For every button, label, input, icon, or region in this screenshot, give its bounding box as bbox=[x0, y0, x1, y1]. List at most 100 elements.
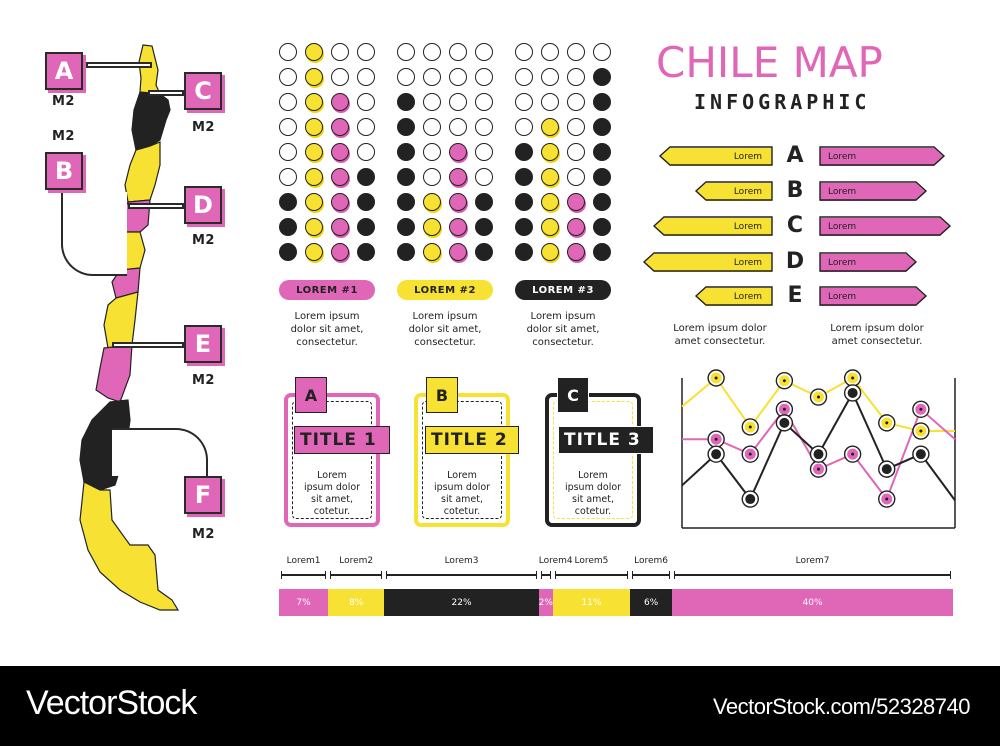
card-b-tab: B bbox=[426, 377, 458, 413]
region-letter: A bbox=[54, 57, 74, 85]
comparison-letter-c: C bbox=[786, 213, 804, 238]
grid-dot bbox=[593, 118, 611, 136]
grid-dot bbox=[423, 93, 441, 111]
grid-dot bbox=[475, 118, 493, 136]
grid-dot bbox=[475, 68, 493, 86]
line-chart bbox=[681, 369, 956, 529]
segment-3: 22% bbox=[384, 589, 539, 616]
region-letter: B bbox=[54, 157, 74, 185]
grid-dot bbox=[475, 218, 493, 236]
grid-dot bbox=[397, 93, 415, 111]
grid-dot bbox=[305, 193, 323, 211]
segment-bracket bbox=[281, 571, 327, 579]
grid-dot bbox=[593, 193, 611, 211]
card-a[interactable] bbox=[284, 393, 380, 527]
connector-b bbox=[61, 192, 127, 276]
grid-dot bbox=[331, 243, 349, 261]
grid-dot bbox=[357, 118, 375, 136]
grid-dot bbox=[331, 93, 349, 111]
text-line: ipsum dolor bbox=[433, 482, 491, 493]
grid-dot bbox=[593, 93, 611, 111]
grid-dot bbox=[593, 143, 611, 161]
text-line: sit amet, bbox=[441, 494, 483, 505]
grid-dot bbox=[423, 68, 441, 86]
grid-dot bbox=[567, 243, 585, 261]
card-border bbox=[422, 401, 502, 519]
grid-dot bbox=[331, 143, 349, 161]
segment-label-6: Lorem6 bbox=[634, 556, 669, 566]
grid-caption-1: Lorem ipsum dolor sit amet, consectetur. bbox=[272, 310, 382, 349]
grid-caption-2: Lorem ipsum dolor sit amet, consectetur. bbox=[390, 310, 500, 349]
footer-brand[interactable]: VectorStock bbox=[26, 684, 197, 722]
text-line: ipsum dolor bbox=[303, 482, 361, 493]
grid-dot bbox=[397, 43, 415, 61]
card-b-text: Lorem ipsum dolor sit amet, cotetur. bbox=[417, 470, 507, 518]
grid-dot bbox=[475, 143, 493, 161]
comparison-bar-right-c: Lorem bbox=[820, 218, 950, 236]
caption-line: consectetur. bbox=[532, 337, 594, 348]
grid-dot bbox=[449, 243, 467, 261]
card-border bbox=[553, 401, 633, 519]
grid-dot bbox=[279, 68, 297, 86]
comparison-bar-left-d: Lorem bbox=[644, 254, 772, 272]
page-subtitle: INFOGRAPHIC bbox=[694, 90, 871, 114]
grid-dot bbox=[357, 168, 375, 186]
grid-dot bbox=[515, 168, 533, 186]
connector-a bbox=[86, 62, 152, 68]
region-letter: E bbox=[194, 330, 212, 358]
grid-dot bbox=[541, 118, 559, 136]
segment-5: 11% bbox=[552, 589, 631, 616]
comparison-bar-left-a: Lorem bbox=[660, 148, 772, 166]
caption-line: Lorem ipsum dolor bbox=[673, 323, 767, 334]
grid-dot bbox=[279, 218, 297, 236]
card-c-text: Lorem ipsum dolor sit amet, cotetur. bbox=[548, 470, 638, 518]
grid-label-pill-3: LOREM #3 bbox=[515, 280, 611, 300]
grid-dot bbox=[397, 218, 415, 236]
segment-label-1: Lorem1 bbox=[286, 556, 321, 566]
comparison-bar-left-b: Lorem bbox=[696, 183, 772, 201]
footer-url[interactable]: VectorStock.com/52328740 bbox=[712, 694, 971, 719]
grid-dot bbox=[279, 93, 297, 111]
region-marker-a[interactable]: A bbox=[45, 52, 83, 90]
grid-dot bbox=[357, 243, 375, 261]
caption-line: Lorem ipsum dolor bbox=[830, 323, 924, 334]
grid-dot bbox=[449, 68, 467, 86]
grid-dot bbox=[423, 118, 441, 136]
text-line: cotetur. bbox=[443, 506, 481, 517]
region-marker-e[interactable]: E bbox=[184, 325, 222, 363]
region-marker-d[interactable]: D bbox=[184, 186, 222, 224]
grid-label-pill-2: LOREM #2 bbox=[397, 280, 493, 300]
grid-dot bbox=[449, 118, 467, 136]
comparison-bar-right-d: Lorem bbox=[820, 254, 916, 272]
region-marker-f[interactable]: F bbox=[184, 476, 222, 514]
grid-dot bbox=[357, 43, 375, 61]
grid-dot bbox=[515, 193, 533, 211]
grid-dot bbox=[475, 43, 493, 61]
card-border bbox=[292, 401, 372, 519]
card-b[interactable] bbox=[414, 393, 510, 527]
text-line: cotetur. bbox=[574, 506, 612, 517]
region-unit-e: M2 bbox=[192, 373, 215, 388]
grid-dot bbox=[449, 193, 467, 211]
card-c[interactable] bbox=[545, 393, 641, 527]
segment-label-4: Lorem4 bbox=[538, 556, 573, 566]
grid-dot bbox=[475, 168, 493, 186]
grid-dot bbox=[279, 43, 297, 61]
caption-line: Lorem ipsum bbox=[412, 311, 478, 322]
region-marker-b[interactable]: B bbox=[45, 152, 83, 190]
grid-dot bbox=[541, 218, 559, 236]
grid-dot bbox=[541, 243, 559, 261]
grid-dot bbox=[357, 68, 375, 86]
grid-dot bbox=[567, 118, 585, 136]
grid-dot bbox=[475, 93, 493, 111]
grid-dot bbox=[567, 68, 585, 86]
segment-4: 2% bbox=[539, 589, 553, 616]
grid-dot bbox=[331, 68, 349, 86]
comparison-bar-right-e: Lorem bbox=[820, 288, 926, 306]
region-marker-c[interactable]: C bbox=[184, 72, 222, 110]
region-unit-c: M2 bbox=[192, 120, 215, 135]
grid-dot bbox=[541, 168, 559, 186]
grid-dot bbox=[305, 68, 323, 86]
grid-dot bbox=[397, 143, 415, 161]
grid-dot bbox=[515, 243, 533, 261]
